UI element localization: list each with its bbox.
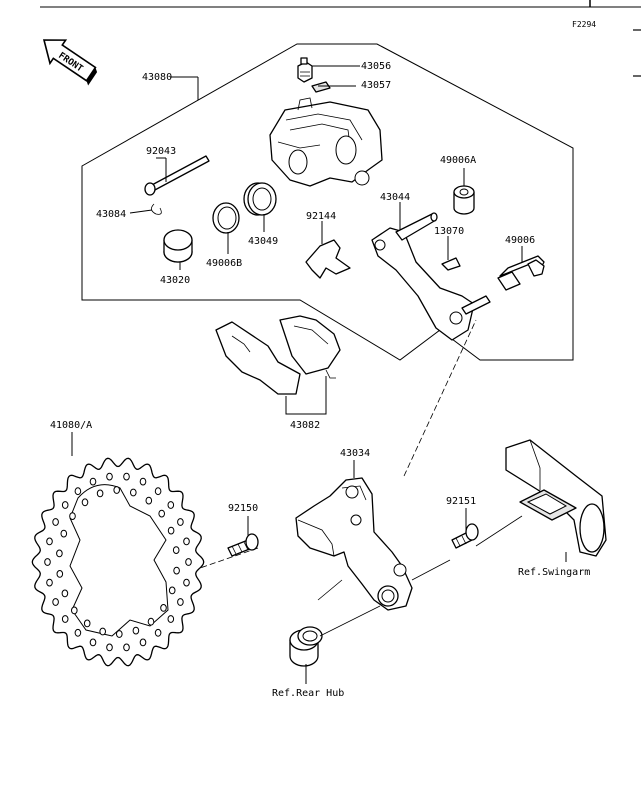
label-43084: 43084 bbox=[96, 209, 126, 220]
caliper-assembly-outline bbox=[81, 43, 574, 361]
disc-vent-hole bbox=[160, 604, 167, 612]
disc-vent-hole bbox=[147, 617, 155, 626]
disc-vent-hole bbox=[89, 477, 97, 486]
disc-vent-hole bbox=[139, 477, 147, 486]
caliper-pin bbox=[144, 155, 210, 196]
bracket-clip bbox=[441, 257, 461, 271]
label-43044: 43044 bbox=[380, 192, 410, 203]
disc-vent-hole bbox=[81, 498, 89, 507]
label-43057: 43057 bbox=[361, 80, 391, 91]
disc-vent-hole bbox=[83, 619, 91, 628]
disc-vent-hole bbox=[132, 626, 140, 635]
disc-vent-hole bbox=[173, 566, 180, 575]
disc-vent-hole bbox=[52, 598, 59, 606]
disc-vent-hole bbox=[177, 598, 184, 606]
bracket-bolt bbox=[451, 523, 479, 549]
disc-vent-hole bbox=[96, 489, 104, 498]
label-92144: 92144 bbox=[306, 211, 336, 222]
rear-hub-collar bbox=[289, 626, 323, 667]
pad-spring bbox=[305, 239, 351, 279]
disc-vent-hole bbox=[154, 487, 162, 496]
disc-vent-hole bbox=[46, 578, 53, 587]
disc-vent-hole bbox=[167, 501, 175, 509]
disc-vent-hole bbox=[158, 509, 165, 518]
pad-label-bracket bbox=[285, 376, 327, 415]
brake-disc bbox=[31, 457, 205, 667]
disc-vent-hole bbox=[183, 537, 190, 546]
label-49006A: 49006A bbox=[440, 155, 476, 166]
disc-vent-hole bbox=[113, 486, 120, 494]
bushing-49006a bbox=[453, 185, 475, 215]
disc-vent-hole bbox=[74, 487, 82, 496]
front-arrow-icon: FRONT bbox=[42, 39, 98, 86]
label-43056: 43056 bbox=[361, 61, 391, 72]
disc-vent-hole bbox=[46, 537, 53, 546]
disc-vent-hole bbox=[145, 496, 153, 505]
disc-vent-hole bbox=[168, 586, 176, 595]
piston-seal bbox=[212, 202, 240, 234]
caliper-bracket bbox=[371, 212, 491, 341]
disc-vent-hole bbox=[177, 518, 184, 526]
bleed-cap bbox=[311, 81, 331, 93]
disc-vent-hole bbox=[74, 628, 82, 637]
disc-vent-hole bbox=[167, 615, 175, 623]
disc-vent-hole bbox=[123, 472, 130, 481]
piston bbox=[163, 229, 193, 263]
disc-vent-hole bbox=[56, 570, 64, 578]
leader-lines bbox=[71, 65, 567, 684]
disc-vent-hole bbox=[60, 529, 68, 538]
disc-vent-hole bbox=[139, 638, 147, 647]
disc-vent-hole bbox=[69, 512, 76, 520]
disc-vent-hole bbox=[61, 589, 69, 598]
caliper-body bbox=[269, 97, 383, 187]
dust-seal bbox=[243, 182, 277, 216]
disc-vent-hole bbox=[154, 628, 162, 637]
disc-vent-hole bbox=[116, 630, 123, 638]
slide-pin-49006 bbox=[497, 255, 545, 291]
disc-vent-hole bbox=[167, 526, 175, 535]
label-13070: 13070 bbox=[434, 226, 464, 237]
disc-vent-hole bbox=[130, 488, 137, 497]
label-49006: 49006 bbox=[505, 235, 535, 246]
brake-pads bbox=[215, 315, 341, 395]
disc-vent-hole bbox=[183, 578, 190, 587]
swingarm-reference bbox=[505, 439, 607, 557]
disc-vent-hole bbox=[106, 472, 113, 481]
disc-vent-hole bbox=[185, 558, 192, 566]
label-43082: 43082 bbox=[290, 420, 320, 431]
disc-vent-hole bbox=[52, 518, 59, 526]
disc-vent-hole bbox=[99, 627, 106, 636]
disc-vent-hole bbox=[123, 643, 130, 652]
pin-clip bbox=[151, 203, 162, 215]
label-43049: 43049 bbox=[248, 236, 278, 247]
caliper-mount-bracket bbox=[295, 477, 413, 611]
disc-vent-hole bbox=[71, 606, 78, 615]
disc-vent-hole bbox=[172, 546, 180, 554]
disc-vent-hole bbox=[61, 501, 69, 509]
disc-bolt bbox=[227, 533, 259, 557]
bleed-valve bbox=[297, 57, 313, 83]
disc-vent-hole bbox=[61, 615, 69, 623]
label-41080A: 41080/A bbox=[50, 420, 92, 431]
label-43034: 43034 bbox=[340, 448, 370, 459]
label-43080: 43080 bbox=[142, 72, 172, 83]
label-92150: 92150 bbox=[228, 503, 258, 514]
label-ref-swingarm: Ref.Swingarm bbox=[518, 567, 590, 578]
label-ref-rear-hub: Ref.Rear Hub bbox=[272, 688, 344, 699]
disc-vent-hole bbox=[106, 643, 113, 652]
figure-code: F2294 bbox=[572, 20, 596, 29]
label-92151: 92151 bbox=[446, 496, 476, 507]
label-43020: 43020 bbox=[160, 275, 190, 286]
label-92043: 92043 bbox=[146, 146, 176, 157]
disc-vent-hole bbox=[56, 549, 63, 558]
disc-vent-hole bbox=[44, 558, 51, 566]
disc-vent-hole bbox=[89, 638, 97, 647]
label-49006B: 49006B bbox=[206, 258, 242, 269]
